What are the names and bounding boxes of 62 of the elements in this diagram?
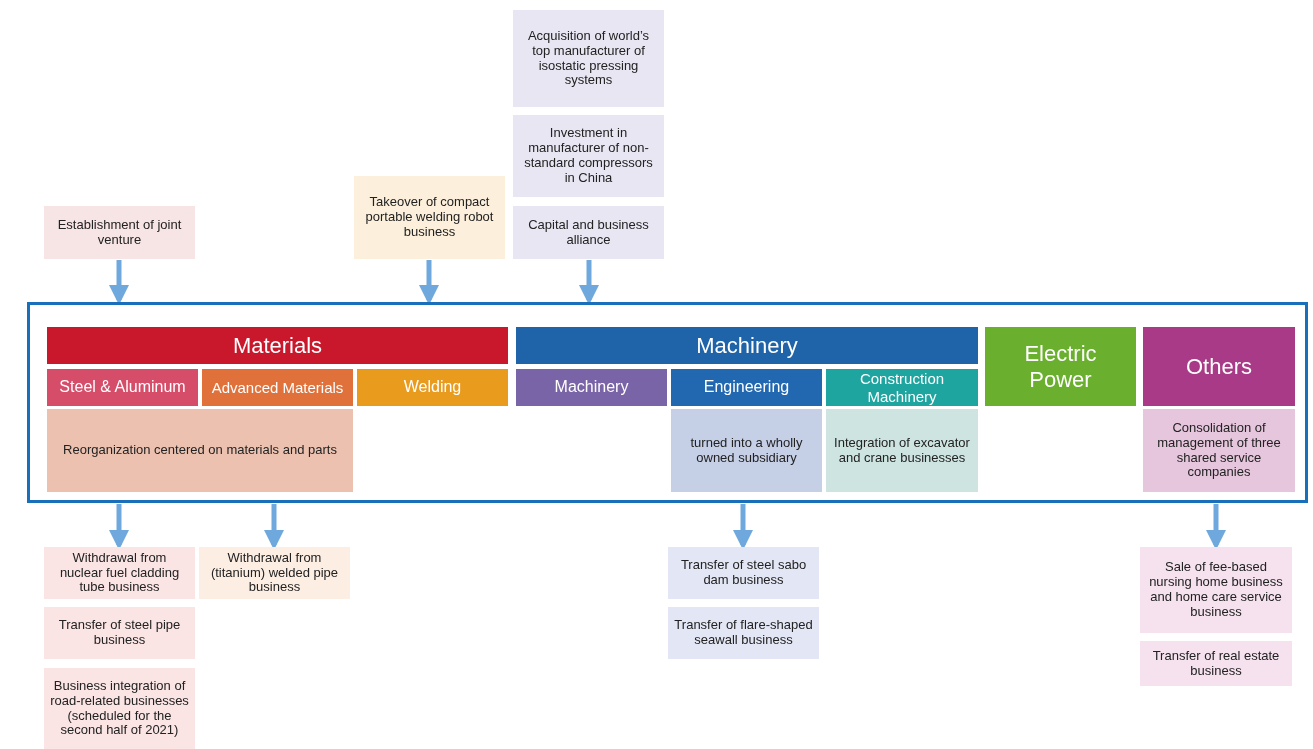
note-text: Acquisition of world’s top manufacturer of isostatic pressing systems — [526, 28, 651, 89]
segment-title: Machinery — [696, 332, 798, 359]
note-box — [668, 607, 819, 659]
arrow — [109, 504, 129, 550]
arrow — [264, 504, 284, 550]
division-title: Machinery — [554, 378, 629, 397]
note-box — [513, 10, 664, 107]
segment-header — [1143, 327, 1295, 406]
note-box — [354, 176, 505, 259]
note-text: Transfer of real estate business — [1151, 648, 1281, 679]
arrow — [733, 504, 753, 550]
note-box — [47, 409, 353, 492]
note-box — [44, 206, 195, 259]
note-text: Consolidation of management of three shared service companies — [1156, 420, 1282, 481]
division-header — [516, 369, 667, 406]
note-text: Capital and business alliance — [527, 217, 650, 248]
division-header — [671, 369, 822, 406]
division-header — [357, 369, 508, 406]
arrow — [109, 260, 129, 305]
segment-header — [47, 327, 508, 364]
note-box — [199, 547, 350, 599]
division-header — [202, 369, 353, 406]
note-text: Investment in manufacturer of non-standard compressors in China — [523, 126, 654, 186]
note-box — [513, 115, 664, 197]
note-box — [668, 547, 819, 599]
segment-header — [985, 327, 1136, 406]
note-text: Takeover of compact portable welding robot business — [364, 195, 495, 240]
arrow — [419, 260, 439, 305]
segment-frame — [27, 302, 1308, 503]
note-text: Reorganization centered on materials and parts — [63, 443, 337, 458]
note-text: Transfer of steel sabo dam business — [679, 558, 808, 588]
division-title: Construction Machinery — [858, 370, 946, 405]
division-title: Engineering — [703, 378, 790, 397]
note-box — [1140, 641, 1292, 686]
arrow — [1206, 504, 1226, 550]
note-box — [671, 409, 822, 492]
arrow — [579, 260, 599, 305]
note-text: Withdrawal from nuclear fuel cladding tube business — [58, 550, 181, 596]
segment-header — [516, 327, 978, 364]
note-box — [44, 607, 195, 659]
note-text: Establishment of joint venture — [56, 217, 183, 248]
note-text: Withdrawal from (titanium) welded pipe business — [209, 550, 340, 596]
note-text: turned into a wholly owned subsidiary — [689, 435, 804, 466]
note-box — [44, 668, 195, 749]
note-box — [1140, 547, 1292, 633]
note-text: Business integration of road-related businesses (scheduled for the second half of 2021) — [50, 678, 189, 739]
note-box — [44, 547, 195, 599]
division-title: Advanced Materials — [211, 378, 344, 397]
division-title: Steel & Aluminum — [59, 378, 186, 397]
segment-title: Others — [1186, 353, 1252, 380]
note-text: Integration of excavator and crane businesses — [833, 435, 971, 466]
segment-title: Electric Power — [1023, 341, 1098, 392]
division-header — [47, 369, 198, 406]
note-text: Transfer of flare-shaped seawall business — [674, 618, 813, 648]
note-text: Transfer of steel pipe business — [57, 618, 182, 648]
note-text: Sale of fee-based nursing home business and home care service business — [1148, 560, 1284, 620]
division-header — [826, 369, 978, 406]
division-title: Welding — [403, 378, 462, 397]
note-box — [1143, 409, 1295, 492]
note-box — [826, 409, 978, 492]
note-box — [513, 206, 664, 259]
segment-title: Materials — [232, 332, 323, 359]
